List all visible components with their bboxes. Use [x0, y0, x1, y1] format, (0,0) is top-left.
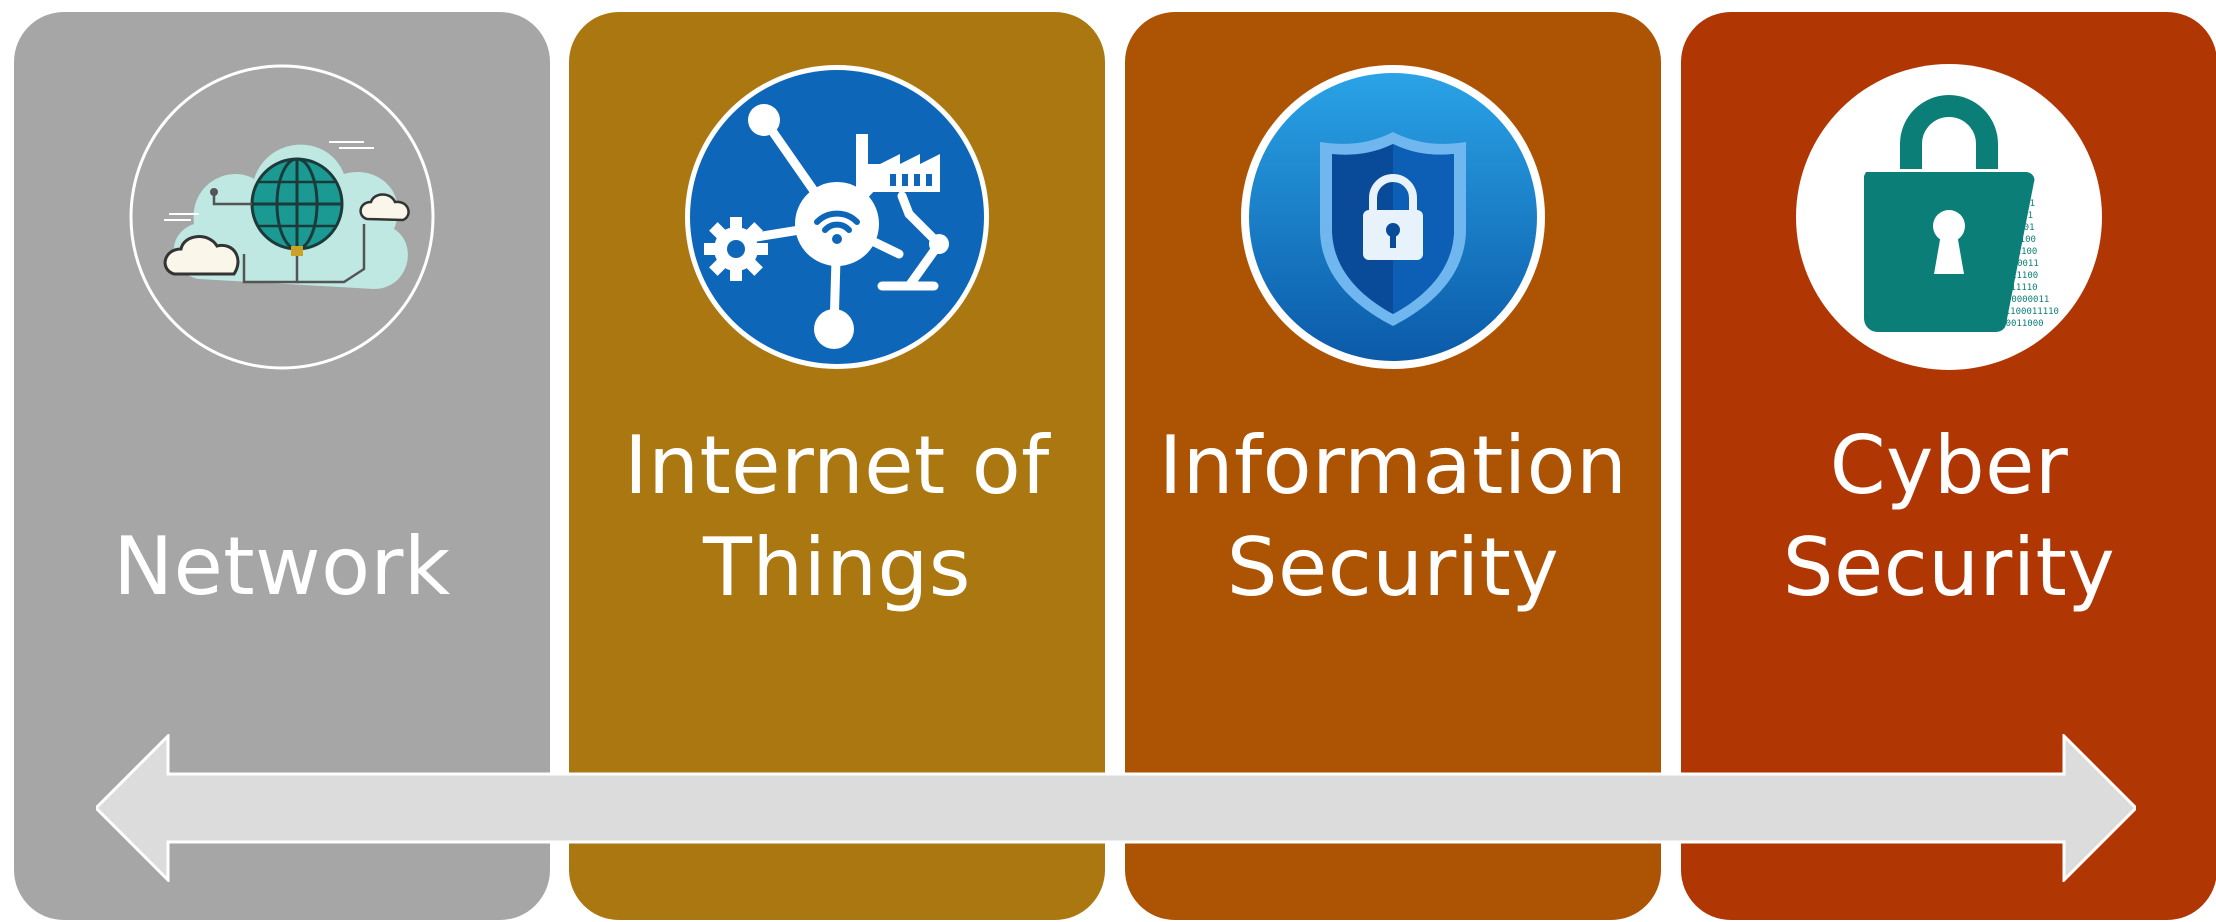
label-line: Security: [1782, 521, 2116, 614]
label-line: Internet of: [624, 419, 1050, 512]
padlock-binary-icon: 1011 01011 10011 110001 0110100 10101100…: [1796, 64, 2102, 370]
svg-text:10011: 10011: [2006, 211, 2033, 221]
cloud-network-globe-icon: [129, 64, 435, 370]
svg-text:01011: 01011: [2008, 199, 2035, 209]
label-line: Information: [1158, 419, 1628, 512]
label-line: Cyber: [1829, 419, 2069, 512]
svg-text:100001100000011: 100001100000011: [1968, 295, 2049, 305]
double-headed-arrow: [96, 734, 2136, 882]
information-security-label: Information Security: [1125, 322, 1661, 712]
svg-text:110101100110011000: 110101100110011000: [1946, 319, 2044, 329]
iot-label: Internet of Things: [569, 322, 1105, 712]
svg-text:10011111110: 10011111110: [1978, 283, 2038, 293]
iot-hub-icon: [684, 64, 990, 370]
label-line: Network: [113, 520, 451, 613]
cyber-security-panel: 1011 01011 10011 110001 0110100 10101100…: [1681, 12, 2216, 920]
svg-text:10101100: 10101100: [1994, 247, 2037, 257]
svg-text:0110100: 0110100: [1998, 235, 2036, 245]
svg-text:1011100001100011110: 1011100001100011110: [1956, 307, 2059, 317]
label-line: Things: [703, 521, 971, 614]
svg-text:011000011: 011000011: [1990, 259, 2039, 269]
cyber-security-label: Cyber Security: [1681, 322, 2216, 712]
svg-text:110001: 110001: [2002, 223, 2035, 233]
network-panel: Network: [14, 12, 550, 920]
label-line: Security: [1226, 521, 1560, 614]
shield-lock-icon: [1240, 64, 1546, 370]
iot-panel: Internet of Things: [569, 12, 1105, 920]
svg-text:1011: 1011: [2010, 187, 2032, 197]
svg-text:0011111100: 0011111100: [1984, 271, 2038, 281]
information-security-panel: Information Security: [1125, 12, 1661, 920]
network-label: Network: [14, 382, 550, 752]
